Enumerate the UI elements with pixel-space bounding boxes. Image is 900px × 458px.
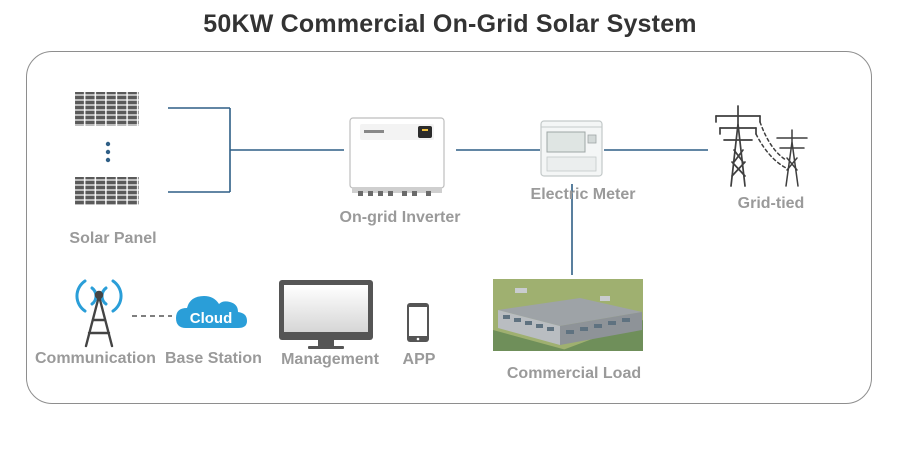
cloud-label: Cloud bbox=[190, 310, 233, 327]
grid-label: Grid-tied bbox=[738, 195, 805, 212]
cloud-icon: Cloud bbox=[176, 296, 247, 328]
monitor-icon bbox=[279, 280, 373, 349]
base-station-label: Base Station bbox=[165, 350, 262, 367]
commercial-building-icon bbox=[493, 279, 643, 351]
app-label: APP bbox=[403, 351, 436, 368]
communication-label: Communication bbox=[35, 350, 156, 367]
inverter-icon bbox=[349, 117, 445, 196]
solar-panel-dots-icon bbox=[105, 141, 111, 163]
meter-label: Electric Meter bbox=[531, 186, 636, 203]
solar-panel-top-icon bbox=[75, 92, 139, 126]
page-title: 50KW Commercial On-Grid Solar System bbox=[203, 10, 697, 38]
connection-lines bbox=[168, 107, 708, 275]
commercial-load-label: Commercial Load bbox=[507, 365, 641, 382]
management-label: Management bbox=[281, 351, 379, 368]
electric-meter-icon bbox=[540, 120, 603, 177]
solar-panel-bottom-icon bbox=[75, 177, 139, 205]
inverter-label: On-grid Inverter bbox=[340, 209, 461, 226]
grid-tower-small-icon bbox=[755, 121, 808, 187]
phone-icon bbox=[407, 303, 429, 342]
solar-panel-label: Solar Panel bbox=[69, 230, 156, 247]
grid-tower-icon bbox=[715, 105, 761, 187]
diagram-frame bbox=[26, 51, 872, 404]
communication-tower-icon bbox=[84, 290, 114, 348]
